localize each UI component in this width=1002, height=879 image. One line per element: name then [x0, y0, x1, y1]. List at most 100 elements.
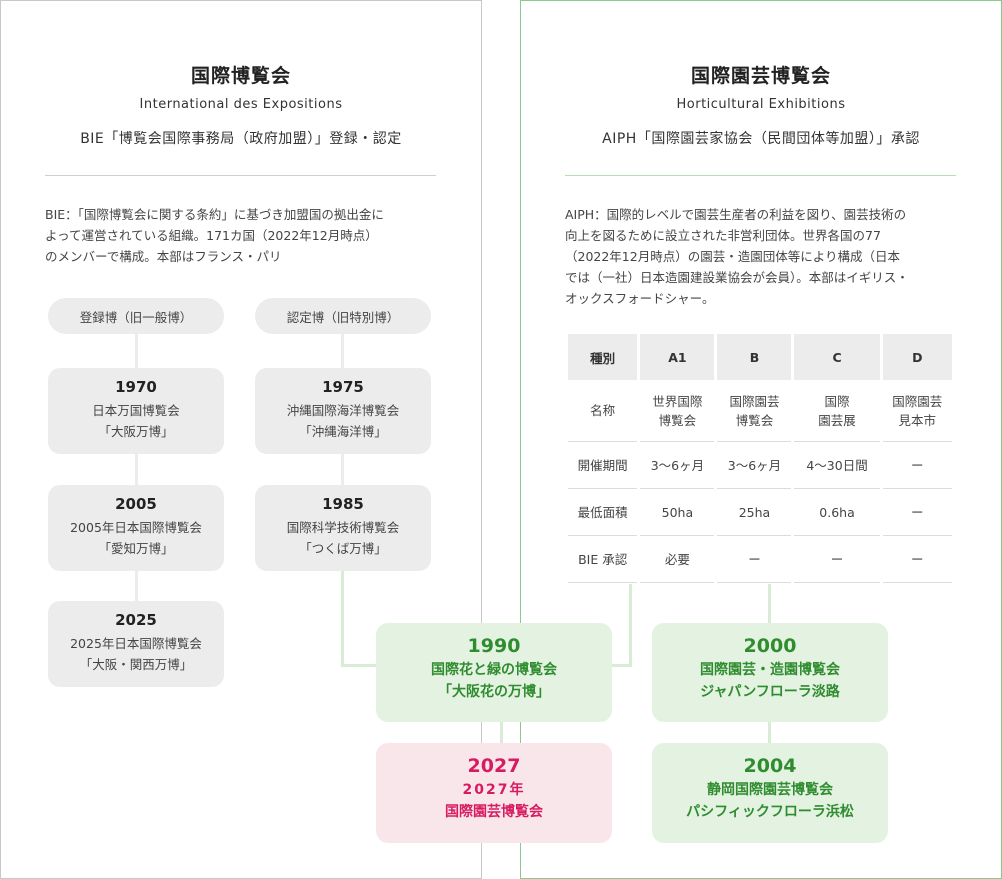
bie-org: BIE「博覧会国際事務局（政府加盟）」登録・認定 [80, 131, 402, 147]
expo-year: 1975 [322, 378, 364, 396]
cell-line: 国際園芸 [729, 393, 780, 409]
expo-card-1970: 1970 日本万国博覧会 「大阪万博」 [48, 368, 224, 454]
expo-nickname: 「大阪・関西万博」 [79, 657, 193, 672]
bie-divider [45, 175, 436, 176]
expo-card-2004: 2004 静岡国際園芸博覧会 パシフィックフローラ浜松 [652, 743, 888, 843]
table-header: C [794, 334, 880, 380]
expo-nickname: 「大阪花の万博」 [438, 684, 550, 700]
expo-year: 2004 [743, 755, 797, 777]
aiph-desc-line: では（一社）日本造園建設業協会が会員）。本部はイギリス・ [565, 270, 909, 285]
expo-subtitle: 2027年 [462, 782, 526, 798]
expo-year: 1985 [322, 495, 364, 513]
bie-title-en: International des Expositions [139, 97, 343, 112]
connector-line [341, 571, 344, 667]
aiph-panel [520, 0, 1002, 879]
expo-nickname: ジャパンフローラ淡路 [700, 684, 840, 700]
table-header: 種別 [568, 334, 638, 380]
expo-name: 国際園芸博覧会 [445, 804, 543, 820]
row-label: 開催期間 [568, 442, 638, 489]
aiph-description: AIPH：国際的レベルで園芸生産者の利益を図り、園芸技術の 向上を図るために設立… [565, 204, 965, 309]
table-cell: 0.6ha [794, 489, 880, 536]
table-cell: 50ha [640, 489, 715, 536]
expo-year: 2000 [743, 635, 797, 657]
expo-card-2027: 2027 2027年 国際園芸博覧会 [376, 743, 612, 843]
table-cell: 国際園芸見本市 [882, 380, 952, 442]
bie-desc-line: BIE：「国際博覧会に関する条約」に基づき加盟国の拠出金に [45, 207, 384, 222]
connector-line [629, 584, 632, 667]
expo-card-1975: 1975 沖縄国際海洋博覧会 「沖縄海洋博」 [255, 368, 431, 454]
cell-line: 国際 [824, 393, 850, 409]
expo-card-1990: 1990 国際花と緑の博覧会 「大阪花の万博」 [376, 623, 612, 722]
expo-name: 2005年日本国際博覧会 [70, 520, 202, 535]
table-header: D [882, 334, 952, 380]
row-label: 名称 [568, 380, 638, 442]
connector-line [612, 664, 632, 667]
expo-nickname: 「つくば万博」 [299, 541, 387, 556]
expo-year: 2005 [115, 495, 157, 513]
table-cell: 国際園芸博覧会 [717, 380, 792, 442]
connector-line [135, 454, 138, 485]
table-header: A1 [640, 334, 715, 380]
table-cell: ー [794, 536, 880, 583]
bie-desc-line: のメンバーで構成。本部はフランス・パリ [45, 249, 282, 264]
table-cell: 国際園芸展 [794, 380, 880, 442]
expo-name: 日本万国博覧会 [92, 403, 180, 418]
aiph-category-table: 種別 A1 B C D 名称 世界国際博覧会 国際園芸博覧会 国際園芸展 国際園… [565, 334, 955, 583]
row-label: BIE 承認 [568, 536, 638, 583]
aiph-title: 国際園芸博覧会 [690, 65, 831, 87]
expo-name: 国際科学技術博覧会 [286, 520, 400, 535]
aiph-title-en: Horticultural Exhibitions [676, 97, 846, 112]
expo-nickname: パシフィックフローラ浜松 [686, 804, 854, 820]
expo-name: 静岡国際園芸博覧会 [707, 782, 833, 798]
expo-card-2025: 2025 2025年日本国際博覧会 「大阪・関西万博」 [48, 601, 224, 687]
table-cell: ー [882, 489, 952, 536]
bie-title: 国際博覧会 [190, 65, 291, 87]
connector-line [135, 334, 138, 368]
table-row: 最低面積 50ha 25ha 0.6ha ー [568, 489, 952, 536]
cell-line: 世界国際 [652, 393, 703, 409]
aiph-org: AIPH「国際園芸家協会（民間団体等加盟）」承認 [602, 131, 920, 147]
expo-year: 2027 [467, 755, 521, 777]
expo-year: 1970 [115, 378, 157, 396]
bie-description: BIE：「国際博覧会に関する条約」に基づき加盟国の拠出金に よって運営されている… [45, 204, 445, 267]
connector-line [341, 334, 344, 368]
expo-name: 沖縄国際海洋博覧会 [286, 403, 400, 418]
connector-line [135, 571, 138, 601]
expo-year: 2025 [115, 611, 157, 629]
expo-nickname: 「愛知万博」 [98, 541, 174, 556]
connector-line [341, 454, 344, 485]
table-row: 名称 世界国際博覧会 国際園芸博覧会 国際園芸展 国際園芸見本市 [568, 380, 952, 442]
table-cell: ー [882, 442, 952, 489]
table-cell: 世界国際博覧会 [640, 380, 715, 442]
aiph-divider [565, 175, 956, 176]
table-cell: 3〜6ヶ月 [640, 442, 715, 489]
connector-line [341, 664, 377, 667]
cell-line: 園芸展 [818, 412, 856, 428]
cell-line: 国際園芸 [892, 393, 943, 409]
aiph-desc-line: AIPH：国際的レベルで園芸生産者の利益を図り、園芸技術の [565, 207, 907, 222]
expo-name: 国際園芸・造園博覧会 [700, 662, 840, 678]
connector-line [500, 721, 503, 744]
table-cell: ー [717, 536, 792, 583]
registered-expo-label: 登録博（旧一般博） [48, 298, 224, 334]
expo-name: 国際花と緑の博覧会 [431, 662, 557, 678]
cell-line: 博覧会 [735, 412, 774, 428]
table-cell: 25ha [717, 489, 792, 536]
table-header-row: 種別 A1 B C D [568, 334, 952, 380]
recognized-expo-label: 認定博（旧特別博） [255, 298, 431, 334]
table-cell: 3〜6ヶ月 [717, 442, 792, 489]
expo-name: 2025年日本国際博覧会 [70, 636, 202, 651]
aiph-desc-line: オックスフォードシャー。 [565, 291, 715, 306]
table-header: B [717, 334, 792, 380]
expo-nickname: 「大阪万博」 [98, 424, 174, 439]
table-row: BIE 承認 必要 ー ー ー [568, 536, 952, 583]
expo-card-2005: 2005 2005年日本国際博覧会 「愛知万博」 [48, 485, 224, 571]
cell-line: 見本市 [898, 412, 937, 428]
cell-line: 博覧会 [658, 412, 697, 428]
expo-year: 1990 [467, 635, 521, 657]
bie-desc-line: よって運営されている組織。171カ国（2022年12月時点） [45, 228, 378, 243]
connector-line [768, 721, 771, 744]
expo-nickname: 「沖縄海洋博」 [299, 424, 387, 439]
table-cell: 必要 [640, 536, 715, 583]
expo-card-1985: 1985 国際科学技術博覧会 「つくば万博」 [255, 485, 431, 571]
